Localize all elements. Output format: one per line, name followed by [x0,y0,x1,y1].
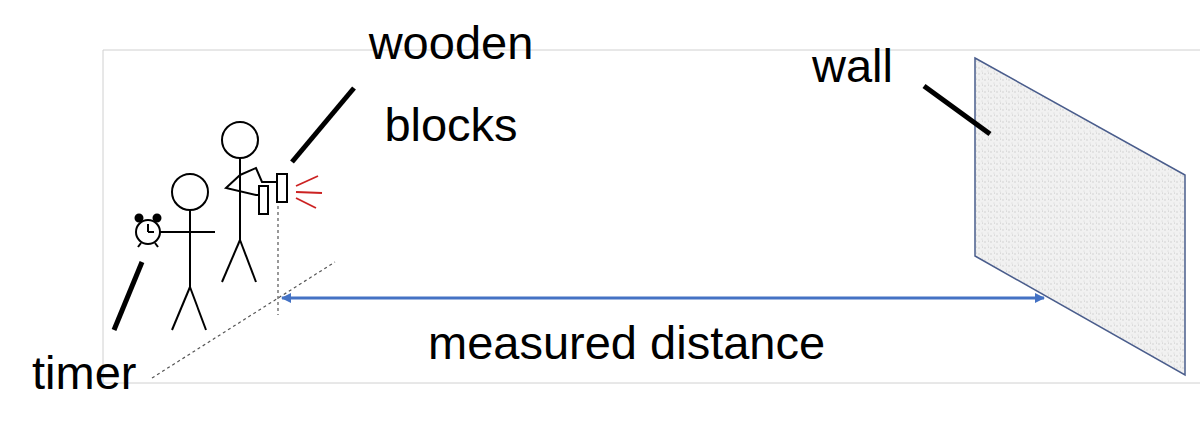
ground-line [152,262,335,378]
frame [103,50,1200,383]
part-label: wooden blocks [336,2,566,166]
part-label: timer [32,345,172,401]
timer-icon [136,215,161,248]
dimension-label: measured distance [428,315,928,371]
distance-arrow [282,297,1044,300]
timer-person [158,174,215,330]
plumb-line [277,200,278,315]
sound-lines [296,176,322,208]
block-person [222,122,277,282]
wall-panel [975,58,1185,375]
wooden-block [259,174,287,214]
part-label: wall [812,38,932,94]
leader-line [114,86,990,330]
